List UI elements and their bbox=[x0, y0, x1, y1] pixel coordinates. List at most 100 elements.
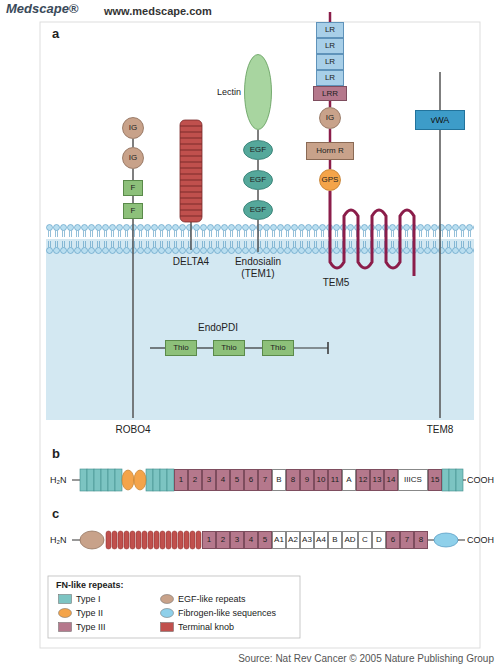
type-i-repeat bbox=[146, 469, 153, 491]
type-iii-repeat: 7 bbox=[400, 531, 414, 549]
panel-letter: b bbox=[52, 448, 60, 460]
stripe bbox=[190, 531, 195, 549]
stripe bbox=[142, 531, 147, 549]
domain-linker bbox=[132, 169, 134, 180]
alternative-repeat-box: A3 bbox=[300, 531, 314, 549]
alternative-repeat-box: AD bbox=[342, 531, 358, 549]
domain-label: 2 bbox=[189, 470, 201, 490]
domain-label: 6 bbox=[387, 532, 399, 548]
egf-domain: EGF bbox=[243, 140, 273, 160]
thioredoxin-domain: Thio bbox=[213, 340, 245, 356]
legend-swatch bbox=[161, 609, 174, 618]
ig-domain: IG bbox=[319, 107, 341, 129]
seven-transmembrane-segment bbox=[330, 191, 414, 276]
protein-stalk bbox=[439, 72, 441, 110]
lr-domain: LR bbox=[316, 54, 344, 70]
alternative-repeat-box: A1 bbox=[272, 531, 286, 549]
type-i-repeat bbox=[87, 469, 94, 491]
legend-swatch bbox=[161, 623, 174, 632]
egf-domain: EGF bbox=[243, 200, 273, 220]
legend-frame bbox=[48, 576, 300, 638]
domain-linker bbox=[132, 139, 134, 147]
domain-label: 12 bbox=[357, 470, 369, 490]
domain-label: EGF bbox=[243, 170, 273, 190]
legend-swatch-frame bbox=[160, 608, 174, 618]
variable-region-box: B bbox=[272, 469, 286, 491]
legend-swatch bbox=[59, 609, 72, 618]
domain-label: 5 bbox=[231, 470, 243, 490]
protein-name: DELTA4 bbox=[161, 256, 221, 268]
alternative-repeat-box: B bbox=[328, 531, 342, 549]
stripe bbox=[148, 531, 153, 549]
type-i-repeats bbox=[80, 469, 463, 491]
domain-label: LR bbox=[317, 55, 343, 69]
protein-chain bbox=[150, 347, 165, 348]
alternative-repeat-box: D bbox=[372, 531, 386, 549]
stripe bbox=[184, 531, 189, 549]
domain-label: A1 bbox=[273, 532, 285, 548]
domain-label: A bbox=[343, 470, 355, 490]
domain-label: LR bbox=[317, 39, 343, 53]
lipid-bilayer bbox=[46, 224, 474, 254]
type-iii-repeat: 2 bbox=[188, 469, 202, 491]
protein-stalk bbox=[329, 12, 332, 22]
legend-text: EGF-like repeats bbox=[178, 594, 246, 604]
domain-label: B bbox=[273, 470, 285, 490]
stripe bbox=[130, 531, 135, 549]
panel-letter: c bbox=[52, 508, 59, 520]
ig-domain: IG bbox=[122, 117, 144, 139]
type-i-repeat bbox=[80, 469, 87, 491]
legend-swatch-frame bbox=[58, 608, 72, 618]
type-i-repeat bbox=[108, 469, 115, 491]
type-i-repeat bbox=[160, 469, 167, 491]
type-iii-repeat: 6 bbox=[244, 469, 258, 491]
domain-label: Horm R bbox=[307, 143, 353, 159]
domain-label: 13 bbox=[371, 470, 383, 490]
domain-label: 11 bbox=[329, 470, 341, 490]
domain-label: 1 bbox=[203, 532, 215, 548]
domain-label: A2 bbox=[287, 532, 299, 548]
domain-label: IG bbox=[319, 107, 341, 129]
terminus-line bbox=[428, 540, 434, 541]
alternative-repeat-box: C bbox=[358, 531, 372, 549]
type-i-repeat bbox=[153, 469, 160, 491]
domain-label: GPS bbox=[319, 169, 341, 191]
domain-shape bbox=[244, 171, 273, 190]
domain-label: 14 bbox=[385, 470, 397, 490]
domain-label: A3 bbox=[301, 532, 313, 548]
legend-swatch-frame bbox=[160, 622, 174, 632]
type-i-repeat bbox=[442, 469, 449, 491]
legend-text: Type II bbox=[76, 608, 103, 618]
stripe bbox=[160, 531, 165, 549]
lr-domain: LR bbox=[316, 38, 344, 54]
domain-linker bbox=[329, 160, 332, 169]
cytoplasm bbox=[46, 239, 474, 420]
protein-chain bbox=[294, 347, 328, 348]
protein-name: Endosialin (TEM1) bbox=[227, 256, 289, 280]
domain-outline bbox=[244, 54, 272, 130]
type-iii-repeat: 8 bbox=[414, 531, 428, 549]
fibrinogen-like-domain bbox=[434, 533, 458, 547]
domain-label: 4 bbox=[245, 532, 257, 548]
protein-stalk bbox=[190, 222, 192, 250]
ig-domain: IG bbox=[122, 147, 144, 169]
terminus-line bbox=[72, 480, 80, 481]
stripe bbox=[112, 531, 117, 549]
legend-text: Fibrogen-like sequences bbox=[178, 608, 276, 618]
legend-swatch-frame bbox=[58, 622, 72, 632]
domain-label: A4 bbox=[315, 532, 327, 548]
type-iii-repeat: 10 bbox=[314, 469, 328, 491]
alternative-repeat-box: A4 bbox=[314, 531, 328, 549]
stripe bbox=[196, 531, 201, 549]
domain-label: Thio bbox=[263, 341, 293, 355]
type-ii-repeat bbox=[134, 470, 146, 490]
terminal-oval bbox=[80, 531, 104, 549]
legend-swatch bbox=[59, 595, 72, 604]
terminus-label: COOH bbox=[467, 474, 494, 486]
stripe bbox=[118, 531, 123, 549]
type-iii-repeat: 8 bbox=[286, 469, 300, 491]
delta4-stripes bbox=[180, 126, 202, 216]
legend-swatch bbox=[59, 623, 72, 632]
site-url: www.medscape.com bbox=[104, 5, 212, 17]
